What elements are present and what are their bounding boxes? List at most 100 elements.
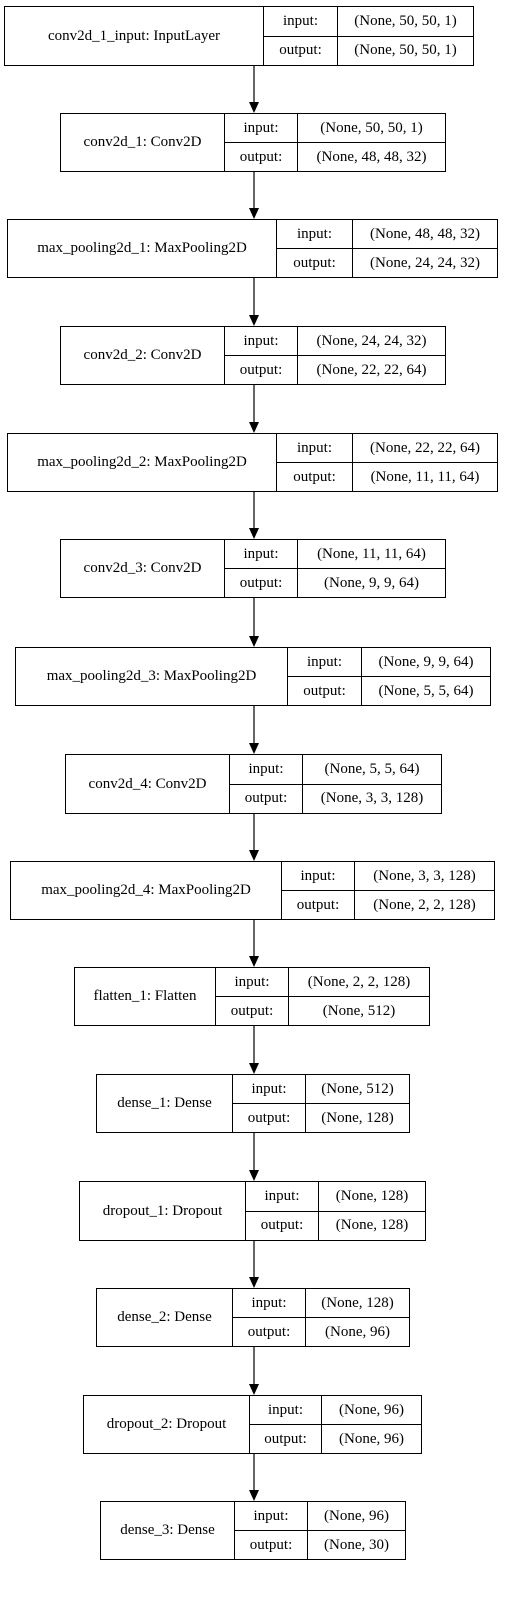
- io-labels: input: output:: [277, 434, 353, 491]
- input-label: input:: [225, 327, 297, 356]
- output-label: output:: [239, 361, 283, 378]
- io-shapes: (None, 128)(None, 128): [319, 1182, 425, 1240]
- input-shape: (None, 128): [319, 1182, 425, 1212]
- arrowhead-icon: [249, 208, 259, 219]
- arrowhead-icon: [249, 1170, 259, 1181]
- input-label: input:: [264, 7, 337, 37]
- output-label: output:: [279, 42, 322, 59]
- output-shape: (None, 96): [325, 1323, 390, 1340]
- layer-name: dense_2: Dense: [97, 1289, 233, 1346]
- layer-name: max_pooling2d_3: MaxPooling2D: [16, 648, 288, 705]
- edge-arrow: [249, 172, 259, 219]
- arrowhead-icon: [249, 1063, 259, 1074]
- arrowhead-icon: [249, 528, 259, 539]
- io-labels: input:output:: [235, 1502, 308, 1559]
- input-shape: (None, 50, 50, 1): [298, 114, 445, 143]
- output-shape: (None, 48, 48, 32): [316, 148, 427, 165]
- io-labels: input: output:: [282, 862, 355, 919]
- edge-arrow: [249, 1347, 259, 1395]
- input-label: input:: [225, 540, 297, 569]
- input-shape: (None, 96): [308, 1502, 405, 1531]
- arrowhead-icon: [249, 422, 259, 433]
- input-label: input:: [288, 648, 361, 677]
- io-shapes: (None, 9, 9, 64)(None, 5, 5, 64): [362, 648, 490, 705]
- input-label: input:: [282, 862, 354, 891]
- output-label: output:: [303, 682, 346, 699]
- input-label: input:: [277, 220, 352, 249]
- arrowhead-icon: [249, 743, 259, 754]
- edge-arrow: [249, 598, 259, 647]
- io-shapes: (None, 3, 3, 128)(None, 2, 2, 128): [355, 862, 494, 919]
- output-shape: (None, 512): [322, 1002, 396, 1019]
- input-label: input:: [235, 1502, 307, 1531]
- edge-arrow: [249, 706, 259, 754]
- input-label: input:: [250, 1396, 321, 1425]
- output-shape: (None, 96): [339, 1430, 404, 1447]
- input-shape: (None, 9, 9, 64): [362, 648, 490, 677]
- io-shapes: (None, 22, 22, 64)(None, 11, 11, 64): [353, 434, 497, 491]
- output-shape: (None, 24, 24, 32): [370, 254, 480, 271]
- input-label: input:: [277, 434, 352, 463]
- output-label: output:: [230, 1002, 274, 1019]
- io-shapes: (None, 24, 24, 32)(None, 22, 22, 64): [298, 327, 445, 384]
- edge-arrow: [249, 814, 259, 861]
- input-label: input:: [230, 755, 302, 785]
- output-label: output:: [247, 1323, 291, 1340]
- output-label: output:: [239, 574, 283, 591]
- layer-name: max_pooling2d_4: MaxPooling2D: [11, 862, 282, 919]
- edge-arrow: [249, 66, 259, 113]
- layer-name: dropout_1: Dropout: [80, 1182, 246, 1240]
- layer-name: dense_3: Dense: [101, 1502, 235, 1559]
- input-shape: (None, 48, 48, 32): [353, 220, 497, 249]
- io-labels: input: output:: [216, 968, 289, 1025]
- input-shape: (None, 24, 24, 32): [298, 327, 445, 356]
- edge-arrow: [249, 1133, 259, 1181]
- output-shape: (None, 9, 9, 64): [324, 574, 419, 591]
- input-label: input:: [216, 968, 288, 997]
- arrowhead-icon: [249, 102, 259, 113]
- io-labels: input: output:: [225, 540, 298, 597]
- input-shape: (None, 512): [306, 1075, 409, 1104]
- input-shape: (None, 96): [322, 1396, 421, 1425]
- layer-name: conv2d_2: Conv2D: [61, 327, 225, 384]
- edge-arrow: [249, 920, 259, 967]
- output-shape: (None, 3, 3, 128): [320, 790, 424, 807]
- output-shape: (None, 30): [324, 1536, 389, 1553]
- input-label: input:: [233, 1289, 305, 1318]
- input-label: input:: [233, 1075, 305, 1104]
- output-shape: (None, 50, 50, 1): [354, 42, 457, 59]
- io-shapes: (None, 50, 50, 1) (None, 50, 50, 1): [338, 7, 473, 65]
- input-shape: (None, 22, 22, 64): [353, 434, 497, 463]
- output-label: output:: [293, 468, 336, 485]
- output-label: output:: [293, 254, 336, 271]
- io-shapes: (None, 5, 5, 64)(None, 3, 3, 128): [303, 755, 441, 813]
- io-labels: input:output:: [230, 755, 303, 813]
- io-labels: input:output:: [225, 114, 298, 171]
- edge-arrow: [249, 492, 259, 539]
- layer-name: dense_1: Dense: [97, 1075, 233, 1132]
- output-label: output:: [296, 896, 340, 913]
- output-label: output:: [239, 148, 283, 165]
- arrowhead-icon: [249, 850, 259, 861]
- arrowhead-icon: [249, 1384, 259, 1395]
- edge-arrow: [249, 1026, 259, 1074]
- layer-name: conv2d_1_input: InputLayer: [5, 7, 264, 65]
- input-shape: (None, 2, 2, 128): [289, 968, 429, 997]
- io-labels: input:output:: [250, 1396, 322, 1453]
- io-shapes: (None, 50, 50, 1) (None, 48, 48, 32): [298, 114, 445, 171]
- layer-name: max_pooling2d_2: MaxPooling2D: [8, 434, 277, 491]
- io-shapes: (None, 512)(None, 128): [306, 1075, 409, 1132]
- edge-arrow: [249, 278, 259, 326]
- input-shape: (None, 50, 50, 1): [338, 7, 473, 37]
